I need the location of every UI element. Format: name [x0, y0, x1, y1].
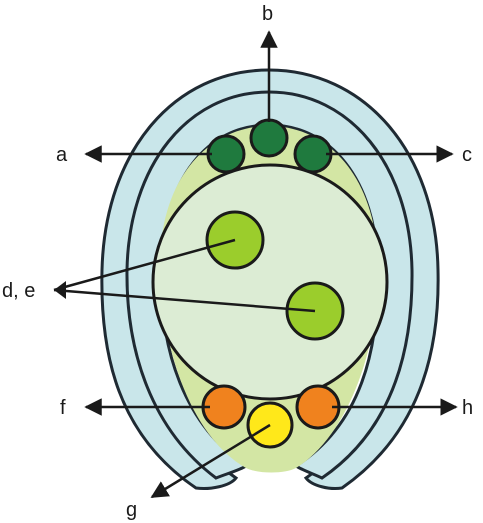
antipodal-cell-top	[251, 120, 287, 156]
central-cell	[153, 165, 387, 399]
label-a: a	[56, 144, 68, 166]
label-f: f	[60, 397, 66, 419]
antipodal-cell-left	[208, 136, 244, 172]
antipodal-cell-right	[295, 136, 331, 172]
label-g: g	[126, 499, 137, 521]
label-c: c	[462, 144, 472, 166]
label-h: h	[462, 397, 473, 419]
label-de: d, e	[2, 280, 35, 302]
label-b: b	[262, 3, 273, 25]
arrow-de-head	[54, 281, 66, 299]
